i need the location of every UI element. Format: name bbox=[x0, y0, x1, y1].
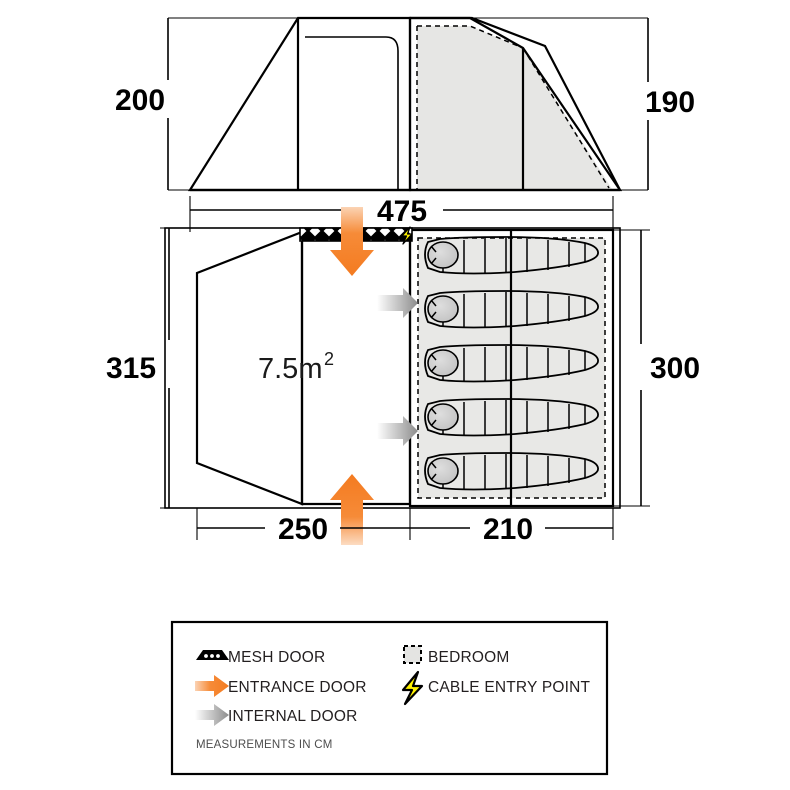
plan-view: 7.5m 2 bbox=[164, 207, 621, 545]
legend: MESH DOOR ENTRANCE DOOR INTERNAL DOOR BE… bbox=[170, 620, 609, 776]
dimension-living-length: 250 bbox=[196, 508, 411, 546]
sleeping-bag bbox=[424, 290, 599, 329]
internal-door-icon bbox=[195, 704, 229, 726]
elevation-view bbox=[188, 16, 623, 192]
dimension-elevation-left-height: 200 bbox=[115, 17, 300, 191]
elevation-bedroom-panel-fill bbox=[417, 26, 523, 190]
entrance-door-icon bbox=[195, 675, 229, 697]
entrance-door-arrow-bottom bbox=[330, 474, 374, 545]
dimension-bedroom-length: 210 bbox=[410, 508, 614, 546]
elevation-door-arch bbox=[305, 36, 399, 190]
sleeping-bag bbox=[424, 398, 599, 437]
legend-label-internal-door: INTERNAL DOOR bbox=[228, 708, 357, 725]
mesh-door-icon bbox=[196, 650, 229, 660]
dimension-elevation-right-height: 190 bbox=[470, 17, 695, 191]
sleeping-bags-group bbox=[424, 236, 599, 491]
dimension-300-label: 300 bbox=[650, 352, 700, 385]
dimension-200-label: 200 bbox=[115, 84, 165, 117]
dimension-plan-left-width: 315 bbox=[106, 227, 178, 509]
elevation-rear-section bbox=[408, 16, 623, 192]
elevation-bedroom-dashed bbox=[416, 25, 610, 189]
dimension-250-label: 250 bbox=[278, 513, 328, 546]
sleeping-bag bbox=[424, 452, 599, 491]
bedroom-icon bbox=[403, 645, 422, 664]
dimension-210-label: 210 bbox=[483, 513, 533, 546]
elevation-rear-slope-fill bbox=[523, 48, 612, 189]
dimension-plan-right-width: 300 bbox=[613, 229, 700, 507]
legend-item-entrance-door: ENTRANCE DOOR bbox=[195, 675, 367, 697]
cable-entry-point-icon bbox=[401, 670, 424, 706]
sleeping-bag bbox=[424, 236, 599, 275]
elevation-front-section bbox=[188, 16, 412, 192]
dimension-315-label: 315 bbox=[106, 352, 156, 385]
sleeping-bag bbox=[424, 344, 599, 383]
entrance-door-arrow-top bbox=[330, 207, 374, 276]
legend-label-bedroom: BEDROOM bbox=[428, 649, 510, 666]
legend-label-cable-entry-point: CABLE ENTRY POINT bbox=[428, 679, 591, 696]
legend-box bbox=[170, 620, 609, 776]
legend-item-bedroom: BEDROOM bbox=[403, 645, 510, 666]
dimension-overall-length: 475 bbox=[189, 195, 614, 232]
living-area-label: 7.5m bbox=[258, 353, 322, 385]
legend-label-mesh-door: MESH DOOR bbox=[228, 649, 325, 666]
internal-door-arrow bbox=[377, 288, 418, 318]
living-area-exponent: 2 bbox=[324, 349, 334, 369]
dimension-475-label: 475 bbox=[377, 195, 427, 228]
legend-item-internal-door: INTERNAL DOOR bbox=[195, 704, 357, 726]
legend-item-mesh-door: MESH DOOR bbox=[196, 649, 325, 666]
dimension-190-label: 190 bbox=[645, 86, 695, 119]
internal-door-arrow bbox=[377, 416, 418, 446]
legend-measurements-note: MEASUREMENTS IN CM bbox=[196, 739, 333, 751]
legend-label-entrance-door: ENTRANCE DOOR bbox=[228, 679, 367, 696]
legend-item-cable-entry-point: CABLE ENTRY POINT bbox=[401, 670, 591, 706]
cable-entry-point-marker bbox=[401, 226, 413, 245]
